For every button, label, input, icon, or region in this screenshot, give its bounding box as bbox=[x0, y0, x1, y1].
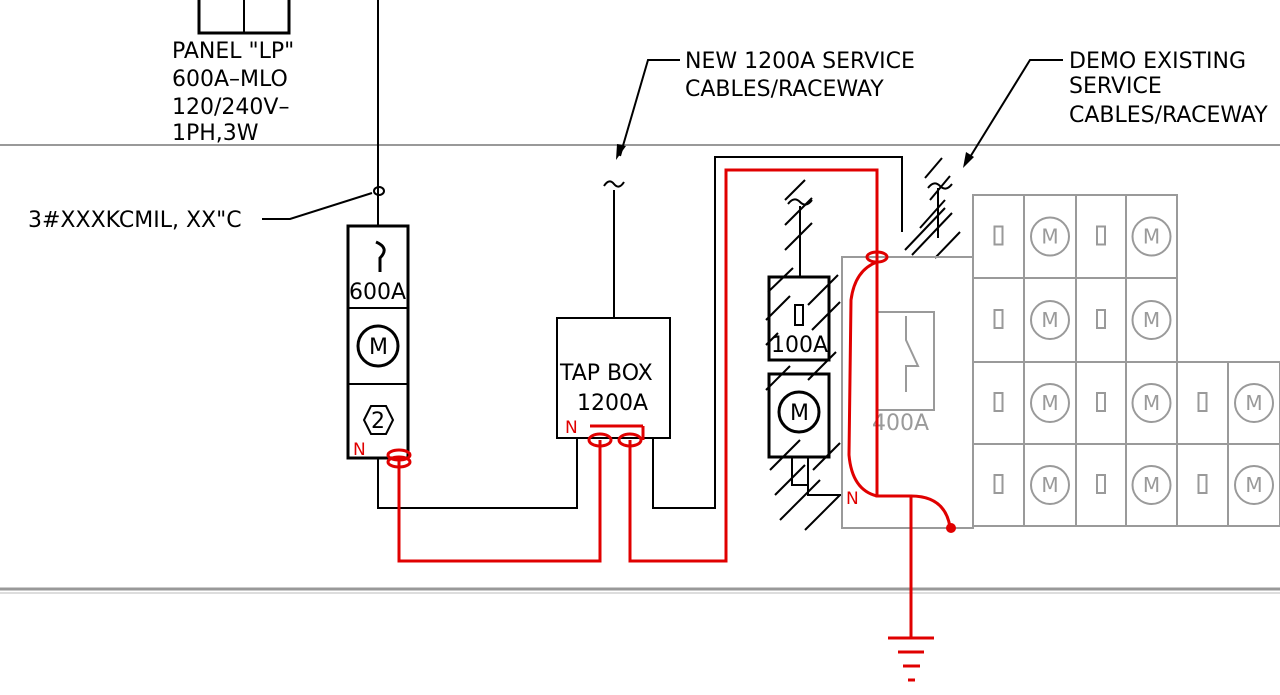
panel-lp-symbol bbox=[197, 0, 291, 35]
existing-meter-circle bbox=[777, 390, 821, 434]
meter-circle-icon bbox=[1234, 383, 1274, 423]
panel-lp-label-line4: 1PH,3W bbox=[172, 121, 259, 146]
meter-bank-units: M M M M M M M M M M bbox=[993, 216, 1274, 505]
tap-box-label-line2: 1200A bbox=[577, 391, 648, 416]
ground-bond-point bbox=[946, 523, 956, 533]
meter-socket-icon bbox=[993, 474, 1004, 494]
meter-label: M bbox=[1041, 473, 1058, 497]
meter-bank bbox=[972, 194, 1280, 527]
cable-note-leader bbox=[262, 192, 373, 220]
existing-100a-disconnect bbox=[767, 275, 831, 362]
panel-lp-label-line3: 120/240V– bbox=[172, 95, 289, 120]
existing-main-neutral-label: N bbox=[846, 489, 859, 509]
new-service-note-line1: NEW 1200A SERVICE bbox=[685, 49, 915, 74]
tap-box-neutral-label: N bbox=[565, 418, 578, 438]
switchboard-tag-number: 2 bbox=[371, 409, 385, 434]
existing-main-rating: 400A bbox=[872, 411, 929, 436]
meter-circle-icon bbox=[1030, 300, 1070, 340]
meter-socket-icon bbox=[993, 309, 1004, 329]
new-service-leader bbox=[619, 59, 680, 157]
meter-circle-icon bbox=[1030, 216, 1070, 257]
demo-arrowhead bbox=[963, 152, 974, 168]
new-service-arrowhead bbox=[616, 144, 626, 160]
conduit-tapbox-to-existing bbox=[652, 156, 903, 509]
demo-note-line3: CABLES/RACEWAY bbox=[1069, 103, 1268, 128]
meter-socket-icon bbox=[1096, 309, 1106, 329]
cable-note: 3#XXXKCMIL, XX"C bbox=[28, 208, 242, 233]
ground-symbol-icon bbox=[888, 636, 934, 682]
tap-box-label-line1: TAP BOX bbox=[559, 361, 653, 386]
demo-note-line2: SERVICE bbox=[1069, 74, 1162, 99]
meter-socket-icon bbox=[1096, 474, 1106, 494]
meter-label: M bbox=[1245, 473, 1262, 497]
demo-hatch-upper bbox=[904, 157, 961, 259]
meter-socket-icon bbox=[993, 392, 1004, 412]
existing-disconnect-rating: 100A bbox=[771, 333, 828, 358]
switchboard-neutral-label: N bbox=[353, 440, 366, 460]
conduit-switchboard-to-tapbox bbox=[377, 438, 578, 509]
meter-socket-icon bbox=[1096, 225, 1106, 246]
feeder-tag-circle bbox=[373, 186, 385, 196]
meter-circle-icon bbox=[1030, 465, 1070, 505]
new-service-note-line2: CABLES/RACEWAY bbox=[685, 77, 884, 102]
meter-circle-icon bbox=[1131, 300, 1172, 340]
switchboard-meter-symbol: M bbox=[369, 335, 388, 360]
existing-meter-enclosure bbox=[767, 372, 831, 459]
meter-label: M bbox=[1143, 225, 1160, 249]
meter-circle-icon bbox=[1030, 383, 1070, 423]
meter-socket-icon bbox=[1096, 392, 1106, 412]
meter-label: M bbox=[1041, 391, 1058, 415]
existing-main-switch-symbol bbox=[905, 316, 920, 392]
new-service-conductors bbox=[386, 168, 952, 638]
demo-leader bbox=[966, 59, 1063, 163]
existing-disconnect-fuse bbox=[794, 304, 804, 326]
meter-socket-icon bbox=[1197, 392, 1208, 412]
meter-label: M bbox=[1245, 391, 1262, 415]
tap-box bbox=[556, 317, 671, 439]
switchboard-breaker-rating: 600A bbox=[349, 280, 406, 305]
meter-label: M bbox=[1143, 391, 1160, 415]
new-switchboard bbox=[346, 224, 410, 460]
meter-circle-icon bbox=[1131, 465, 1172, 505]
meter-label: M bbox=[1041, 225, 1058, 249]
existing-meter-tail bbox=[791, 457, 842, 496]
meter-circle-icon bbox=[1131, 216, 1172, 257]
meter-label: M bbox=[1041, 308, 1058, 332]
meter-circle-icon bbox=[1234, 465, 1274, 505]
tapbox-service-break bbox=[603, 180, 625, 188]
demo-note-line1: DEMO EXISTING bbox=[1069, 49, 1246, 74]
meter-socket-icon bbox=[1197, 474, 1208, 494]
existing-meter-symbol: M bbox=[790, 401, 809, 426]
meter-socket-icon bbox=[993, 225, 1004, 246]
panel-lp-label-line2: 600A–MLO bbox=[172, 67, 288, 92]
panel-lp-label-line1: PANEL "LP" bbox=[172, 39, 294, 64]
meter-label: M bbox=[1143, 473, 1160, 497]
meter-circle-icon bbox=[1131, 383, 1172, 423]
meter-label: M bbox=[1143, 308, 1160, 332]
